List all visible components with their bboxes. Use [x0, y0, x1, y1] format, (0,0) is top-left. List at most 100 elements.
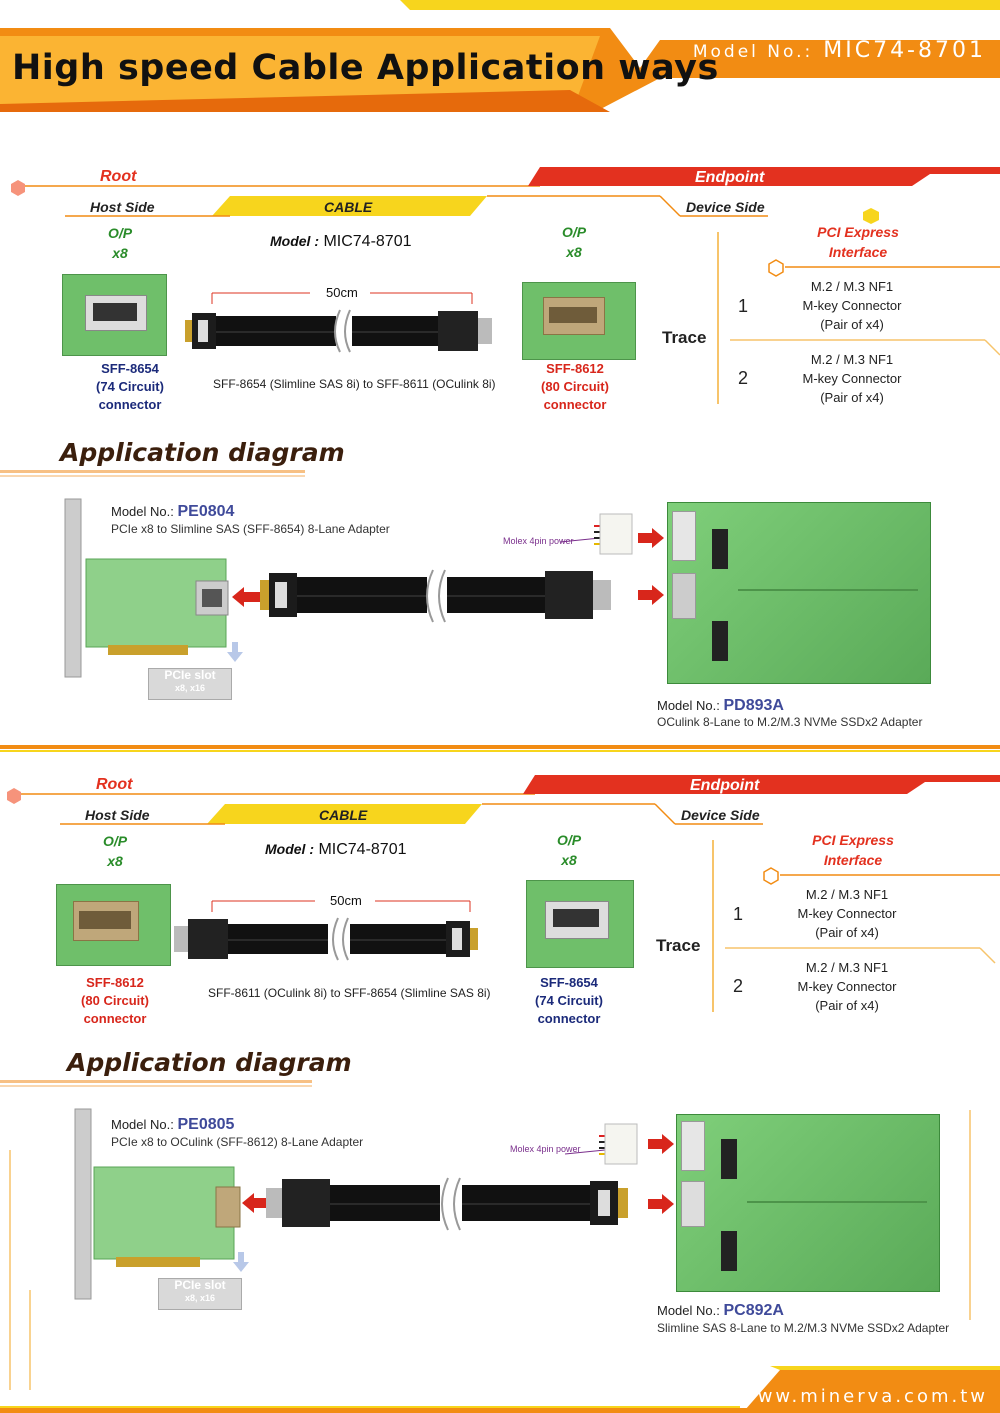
- s2-host-side-label: Host Side: [85, 807, 150, 823]
- s2-molex-label: Molex 4pin power: [510, 1144, 581, 1154]
- s1-pci-line: Interface: [828, 244, 888, 260]
- s1-target-model: PD893A: [723, 697, 784, 714]
- s2-header-bars: [7, 775, 1000, 1012]
- s2-left-conn-line: connector: [83, 1011, 147, 1026]
- s2-pci-interface: PCI Express Interface: [803, 830, 903, 870]
- s2-adapter-model-line: Model No.: PE0805: [111, 1116, 234, 1134]
- s2-cable-label: CABLE: [319, 807, 368, 823]
- s1-app-underline: [0, 470, 305, 477]
- s1-header-bars: [11, 167, 1000, 404]
- s1-cable-label: CABLE: [324, 199, 373, 215]
- s1-target-model-line: Model No.: PD893A: [657, 697, 784, 715]
- s2-left-conn-line: (80 Circuit): [81, 993, 149, 1008]
- s2-model-value: MIC74-8701: [318, 841, 407, 858]
- s1-left-conn-line: SFF-8654: [101, 361, 159, 376]
- s2-iface-line: (Pair of x4): [815, 998, 879, 1013]
- s1-right-conn-text: SFF-8612 (80 Circuit) connector: [530, 360, 620, 414]
- s1-iface-line: (Pair of x4): [820, 317, 884, 332]
- s2-left-x: x8: [107, 853, 123, 869]
- s1-length-label: 50cm: [326, 285, 358, 300]
- s2-down-arrow-icon: [233, 1252, 249, 1272]
- s2-cable-image: [174, 900, 478, 961]
- s2-right-conn-line: SFF-8654: [540, 975, 598, 990]
- s1-iface-2-text: M.2 / M.3 NF1 M-key Connector (Pair of x…: [782, 350, 922, 407]
- s1-trace-label: Trace: [662, 328, 707, 347]
- s2-pci-line: Interface: [823, 852, 883, 868]
- s2-molex-connector: [565, 1123, 638, 1165]
- s1-pci-line: PCI Express: [817, 224, 899, 240]
- s1-left-conn-line: (74 Circuit): [96, 379, 164, 394]
- s2-right-conn-text: SFF-8654 (74 Circuit) connector: [524, 974, 614, 1028]
- s1-iface-2-num: 2: [738, 368, 749, 388]
- s1-left-x: x8: [112, 245, 128, 261]
- s2-pci-line: PCI Express: [812, 832, 894, 848]
- s2-iface-line: M.2 / M.3 NF1: [805, 960, 889, 975]
- s1-adapter-label: Model No.:: [111, 504, 174, 519]
- s2-right-arrow-icon-2: [648, 1194, 674, 1214]
- footer-banner: [0, 1366, 1000, 1413]
- s1-iface-line: M-key Connector: [802, 371, 902, 386]
- s1-adapter-desc: PCIe x8 to Slimline SAS (SFF-8654) 8-Lan…: [111, 522, 390, 536]
- s1-pcie-slot: PCIe slot x8, x16: [148, 668, 232, 700]
- s1-left-connector-photo: [62, 274, 167, 356]
- s2-target-model: PC892A: [723, 1302, 784, 1319]
- s1-iface-line: M.2 / M.3 NF1: [810, 352, 894, 367]
- s1-left-arrow-icon: [232, 587, 260, 607]
- s2-endpoint-label: Endpoint: [690, 777, 760, 794]
- s2-left-conn-line: SFF-8612: [86, 975, 144, 990]
- s1-model-value: MIC74-8701: [323, 233, 412, 250]
- s2-right-conn-line: (74 Circuit): [535, 993, 603, 1008]
- s1-target-desc: OCulink 8-Lane to M.2/M.3 NVMe SSDx2 Ada…: [657, 715, 923, 729]
- s1-pcie-slot-sub: x8, x16: [174, 683, 206, 693]
- s2-pcie-adapter-card: [74, 1108, 241, 1300]
- s1-right-arrow-icon-1: [638, 528, 664, 548]
- s2-left-arrow-icon: [242, 1193, 270, 1213]
- s2-right-arrow-icon-1: [648, 1134, 674, 1154]
- s2-root-label: Root: [96, 776, 133, 793]
- s2-side-lines: [9, 1110, 971, 1390]
- s1-target-board: [667, 502, 931, 684]
- s2-target-desc: Slimline SAS 8-Lane to M.2/M.3 NVMe SSDx…: [657, 1321, 950, 1335]
- s2-right-connector-photo: [526, 880, 634, 968]
- s2-cable-desc: SFF-8611 (OCulink 8i) to SFF-8654 (Sliml…: [208, 986, 491, 1000]
- s2-right-op: O/P: [556, 832, 582, 848]
- s1-pcie-slot-label: PCIe slot: [164, 668, 216, 682]
- s1-iface-line: M-key Connector: [802, 298, 902, 313]
- s1-cable-desc: SFF-8654 (Slimline SAS 8i) to SFF-8611 (…: [213, 377, 496, 391]
- s1-adapter-model: PE0804: [177, 503, 235, 520]
- s2-app-title: Application diagram: [67, 1048, 352, 1077]
- s1-device-side-label: Device Side: [686, 199, 765, 215]
- header-banner: [0, 0, 1000, 112]
- s2-iface-2-text: M.2 / M.3 NF1 M-key Connector (Pair of x…: [777, 958, 917, 1015]
- s2-app-underline: [0, 1080, 312, 1087]
- s2-adapter-desc: PCIe x8 to OCulink (SFF-8612) 8-Lane Ada…: [111, 1135, 364, 1149]
- s1-right-conn-line: SFF-8612: [546, 361, 604, 376]
- s2-right-x: x8: [561, 852, 577, 868]
- s1-right-op: O/P: [561, 224, 587, 240]
- s2-pcie-slot-label: PCIe slot: [174, 1278, 226, 1292]
- s1-diagram-cable: [260, 569, 611, 623]
- s1-molex-connector: [560, 513, 633, 555]
- model-badge-value: MIC74-8701: [823, 38, 986, 63]
- s2-iface-1-text: M.2 / M.3 NF1 M-key Connector (Pair of x…: [777, 885, 917, 942]
- s2-device-side-label: Device Side: [681, 807, 760, 823]
- s2-iface-line: M.2 / M.3 NF1: [805, 887, 889, 902]
- s1-model-label: Model :: [270, 233, 319, 249]
- s1-iface-1-text: M.2 / M.3 NF1 M-key Connector (Pair of x…: [782, 277, 922, 334]
- s2-pcie-slot: PCIe slot x8, x16: [158, 1278, 242, 1310]
- s1-pci-interface: PCI Express Interface: [808, 222, 908, 262]
- s2-length-label: 50cm: [330, 893, 362, 908]
- s1-model-line: Model : MIC74-8701: [270, 233, 412, 251]
- s1-left-conn-text: SFF-8654 (74 Circuit) connector: [85, 360, 175, 414]
- s1-endpoint-label: Endpoint: [695, 169, 765, 186]
- section-divider: [0, 745, 1000, 752]
- s2-diagram-cable: [266, 1177, 628, 1231]
- s1-molex-label: Molex 4pin power: [503, 536, 574, 546]
- model-badge: Model No.: MIC74-8701: [693, 38, 986, 63]
- footer-website-link[interactable]: www.minerva.com.tw: [739, 1386, 988, 1407]
- s2-right-conn-line: connector: [537, 1011, 601, 1026]
- s2-left-op: O/P: [102, 833, 128, 849]
- s1-right-connector-photo: [522, 282, 636, 360]
- s1-left-op: O/P: [107, 225, 133, 241]
- s2-trace-label: Trace: [656, 936, 701, 955]
